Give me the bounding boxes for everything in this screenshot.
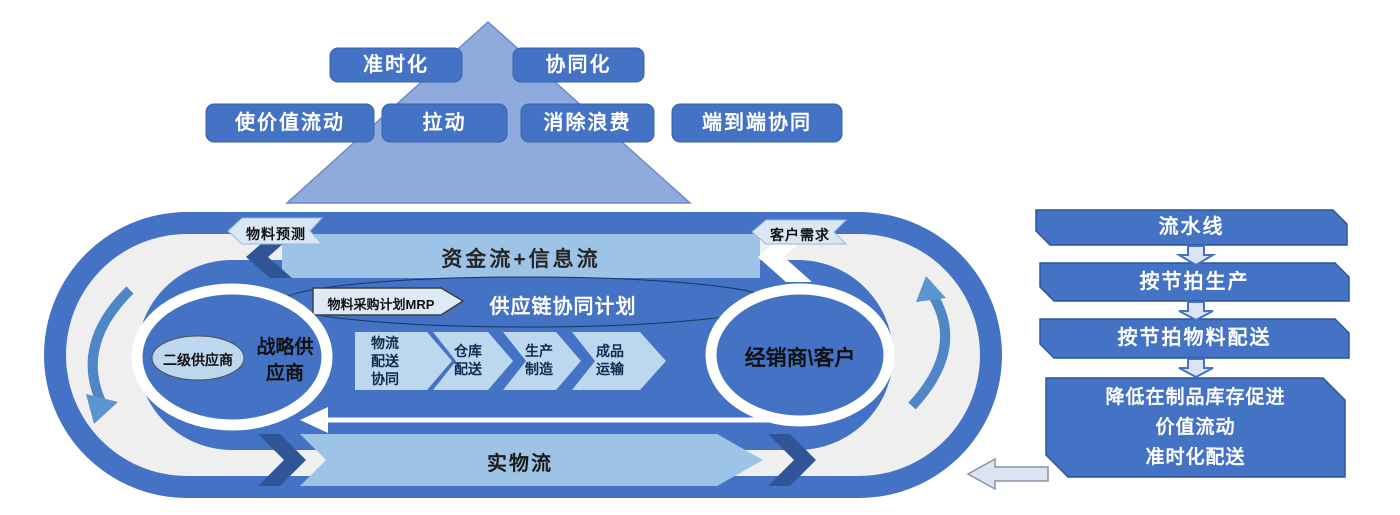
process-chevron-logistics (355, 332, 452, 390)
right-cycle-arrow-head (916, 276, 946, 302)
bottom-band-left-chevron (258, 434, 306, 486)
pyramid-label-end-to-end: 端到端协同 (702, 112, 812, 134)
process-label-logistics: 物流配送协同 (371, 335, 399, 388)
flow-box-3-shape (1039, 318, 1350, 359)
physical-flow-band: 实物流 (487, 453, 553, 475)
flow-box-1-shape (1035, 209, 1348, 246)
pyramid-box-shape (329, 47, 463, 83)
left-arrow-to-loop (966, 457, 1049, 491)
process-chevron-production (503, 332, 581, 390)
strategic-supplier-label: 战略供应商 (256, 337, 314, 384)
pyramid-box-shape (520, 103, 655, 143)
down-arrow-3 (1178, 358, 1214, 379)
tier2-supplier-label: 二级供应商 (163, 352, 233, 368)
flow-step-takt-production: 按节拍生产 (1139, 271, 1250, 293)
pyramid-box-shape (205, 103, 375, 143)
mrp-tag-shape (312, 287, 465, 316)
pyramid-box-shape (671, 103, 843, 143)
flow-result-line-1: 降低在制品库存促进 (1105, 387, 1286, 408)
process-label-warehouse: 仓库配送 (454, 343, 482, 378)
left-cycle-arrow-head (86, 394, 118, 424)
pyramid-label-pull: 拉动 (422, 112, 467, 134)
mrp-tag: 物料采购计划MRP (327, 297, 435, 312)
supply-chain-plan-label: 供应链协同计划 (489, 296, 637, 318)
process-chevron-warehouse (433, 332, 513, 390)
bottom-band-shape (300, 434, 763, 486)
pyramid-label-collab: 协同化 (545, 54, 612, 76)
left-cycle-arrow-shaft (87, 286, 134, 407)
flow-result-line-3: 准时化配送 (1145, 447, 1246, 468)
customer-demand-banner: 客户需求 (770, 227, 830, 243)
flow-result-box: 降低在制品库存促进 价值流动 准时化配送 (1046, 383, 1345, 473)
down-arrow-2 (1178, 301, 1214, 322)
down-arrow-1 (1175, 245, 1217, 267)
process-label-shipping: 成品运输 (596, 343, 624, 378)
process-label-production: 生产制造 (525, 343, 553, 378)
pyramid-box-shape (512, 47, 645, 83)
top-band-shape (282, 234, 760, 278)
flow-step-assembly-line: 流水线 (1158, 216, 1225, 238)
funds-info-flow-band: 资金流+信息流 (441, 248, 601, 271)
right-cycle-arrow-shaft (908, 291, 951, 410)
flow-box-result-shape (1045, 377, 1346, 478)
flow-box-2-shape (1039, 262, 1350, 302)
material-forecast-banner-shape (227, 217, 324, 245)
tier2-supplier-ellipse (151, 335, 245, 381)
flow-step-takt-material: 按节拍物料配送 (1117, 327, 1272, 349)
customer-demand-banner-shape (751, 219, 848, 245)
pyramid-label-jit: 准时化 (363, 54, 429, 76)
return-arrow-head (300, 407, 328, 433)
dealer-customer-label: 经销商\客户 (744, 347, 856, 370)
pyramid-label-eliminate-waste: 消除浪费 (543, 112, 632, 134)
flow-result-line-2: 价值流动 (1155, 417, 1236, 438)
process-chevron-shipping (572, 332, 666, 390)
bottom-band-right-chevron (768, 434, 816, 486)
pyramid-box-shape (381, 103, 508, 143)
material-forecast-banner: 物料预测 (246, 226, 306, 242)
pyramid-label-value-flow: 使价值流动 (235, 112, 345, 134)
